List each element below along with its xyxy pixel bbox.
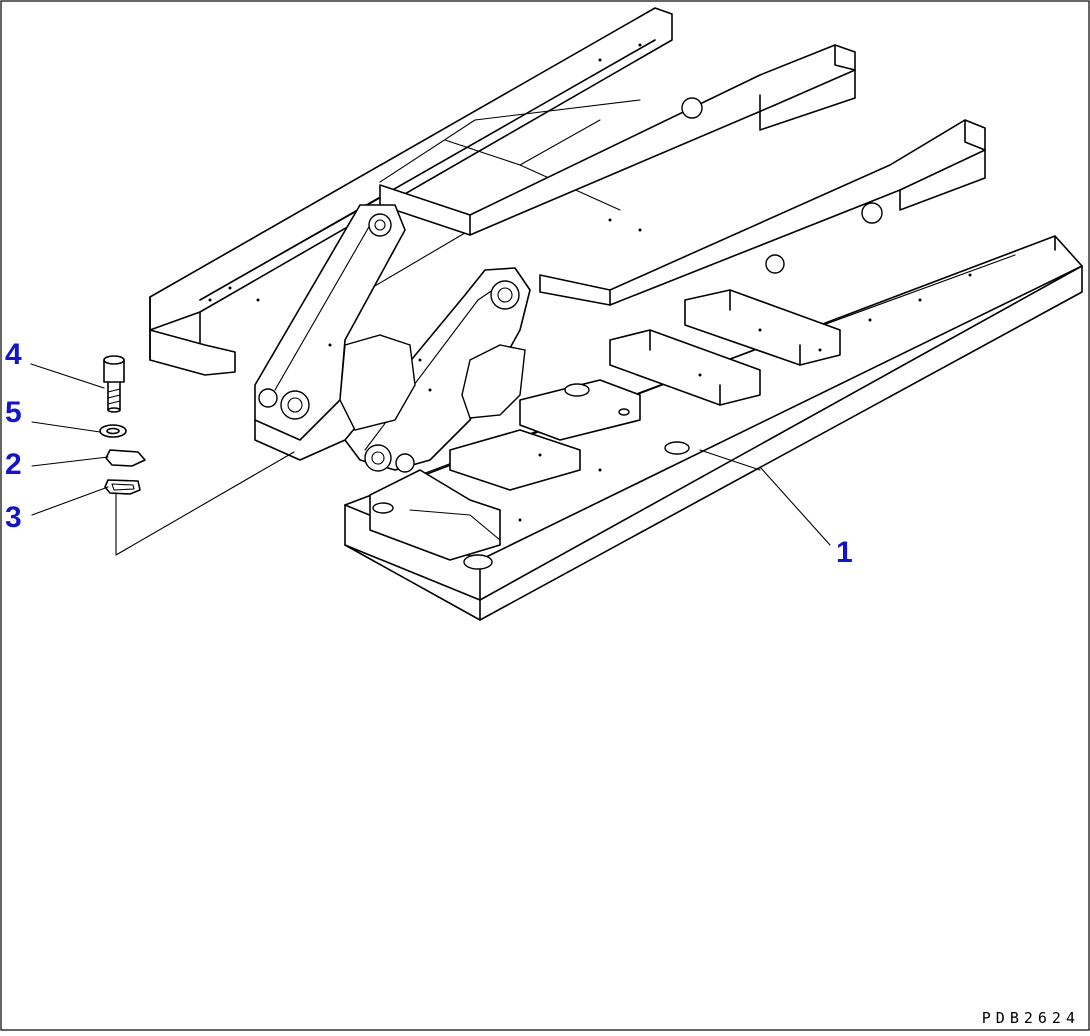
- plate-part: [105, 449, 146, 467]
- washer-part: [99, 424, 127, 438]
- callout-5: 5: [5, 396, 22, 429]
- callout-2: 2: [5, 448, 22, 481]
- leader-5: [31, 421, 101, 433]
- shim-part: [104, 479, 141, 495]
- hardware-stack: [99, 355, 295, 556]
- bolt-part: [103, 355, 125, 413]
- leader-3: [31, 486, 109, 516]
- revolving-frame: [149, 7, 1083, 621]
- callout-4: 4: [5, 338, 22, 371]
- leader-lines: [30, 363, 831, 546]
- callout-1: 1: [836, 536, 853, 569]
- drawing-code: PDB2624: [981, 1009, 1080, 1027]
- leader-2: [31, 456, 109, 467]
- leader-4: [30, 363, 105, 389]
- callout-3: 3: [5, 501, 22, 534]
- leader-1: [759, 466, 831, 546]
